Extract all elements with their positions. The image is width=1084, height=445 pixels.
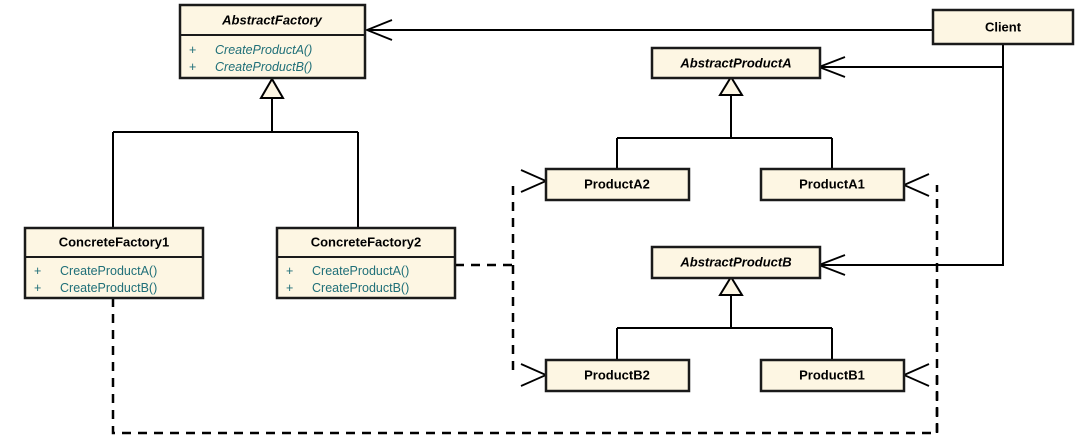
class-title-product-a2: ProductA2 [584, 176, 650, 191]
class-title-abstract-factory: AbstractFactory [221, 12, 322, 27]
class-title-product-a1: ProductA1 [799, 176, 865, 191]
class-product-a2[interactable]: ProductA2 [544, 167, 691, 202]
class-title-concrete-factory-1: ConcreteFactory1 [59, 234, 170, 249]
link-client-uses-abstractproductb [816, 44, 1004, 276]
class-abstract-product-b[interactable]: AbstractProductB [650, 245, 822, 280]
member-visibility-cf2-0: + [286, 264, 293, 278]
link-client-uses-abstractproducta [816, 44, 1004, 78]
member-signature-cf2-0: CreateProductA() [312, 264, 409, 278]
link-concretefactory2-creates-products2 [455, 169, 549, 387]
class-product-a1[interactable]: ProductA1 [759, 167, 906, 202]
member-visibility-cf1-0: + [34, 264, 41, 278]
member-visibility-cf2-1: + [286, 281, 293, 295]
relationship-layer [111, 19, 1004, 435]
class-concrete-factory-2[interactable]: ConcreteFactory2 + CreateProductA() + Cr… [275, 226, 457, 300]
member-visibility-af-0: + [189, 43, 196, 57]
class-abstract-factory[interactable]: AbstractFactory + CreateProductA() + Cre… [178, 3, 367, 80]
link-productb-generalize-abstractproductb [616, 275, 833, 360]
class-client[interactable]: Client [931, 8, 1075, 46]
class-title-client: Client [985, 19, 1022, 34]
member-signature-cf1-0: CreateProductA() [60, 264, 157, 278]
link-concretefactories-generalize-abstractfactory [112, 77, 359, 228]
member-signature-cf2-1: CreateProductB() [312, 281, 409, 295]
class-title-product-b2: ProductB2 [584, 367, 650, 382]
class-title-product-b1: ProductB1 [799, 367, 865, 382]
link-producta-generalize-abstractproducta [616, 75, 833, 169]
class-product-b2[interactable]: ProductB2 [544, 358, 691, 393]
member-signature-af-1: CreateProductB() [215, 60, 312, 74]
class-title-concrete-factory-2: ConcreteFactory2 [311, 234, 422, 249]
member-visibility-af-1: + [189, 60, 196, 74]
class-layer: AbstractFactory + CreateProductA() + Cre… [23, 3, 1075, 393]
member-visibility-cf1-1: + [34, 281, 41, 295]
member-signature-af-0: CreateProductA() [215, 43, 312, 57]
class-title-abstract-product-a: AbstractProductA [679, 55, 791, 70]
link-client-uses-abstractfactory [364, 19, 933, 41]
class-concrete-factory-1[interactable]: ConcreteFactory1 + CreateProductA() + Cr… [23, 226, 205, 300]
class-title-abstract-product-b: AbstractProductB [679, 254, 791, 269]
member-signature-cf1-1: CreateProductB() [60, 281, 157, 295]
class-abstract-product-a[interactable]: AbstractProductA [650, 46, 822, 80]
link-concretefactory1-creates-products1 [111, 173, 939, 435]
class-product-b1[interactable]: ProductB1 [759, 358, 906, 393]
